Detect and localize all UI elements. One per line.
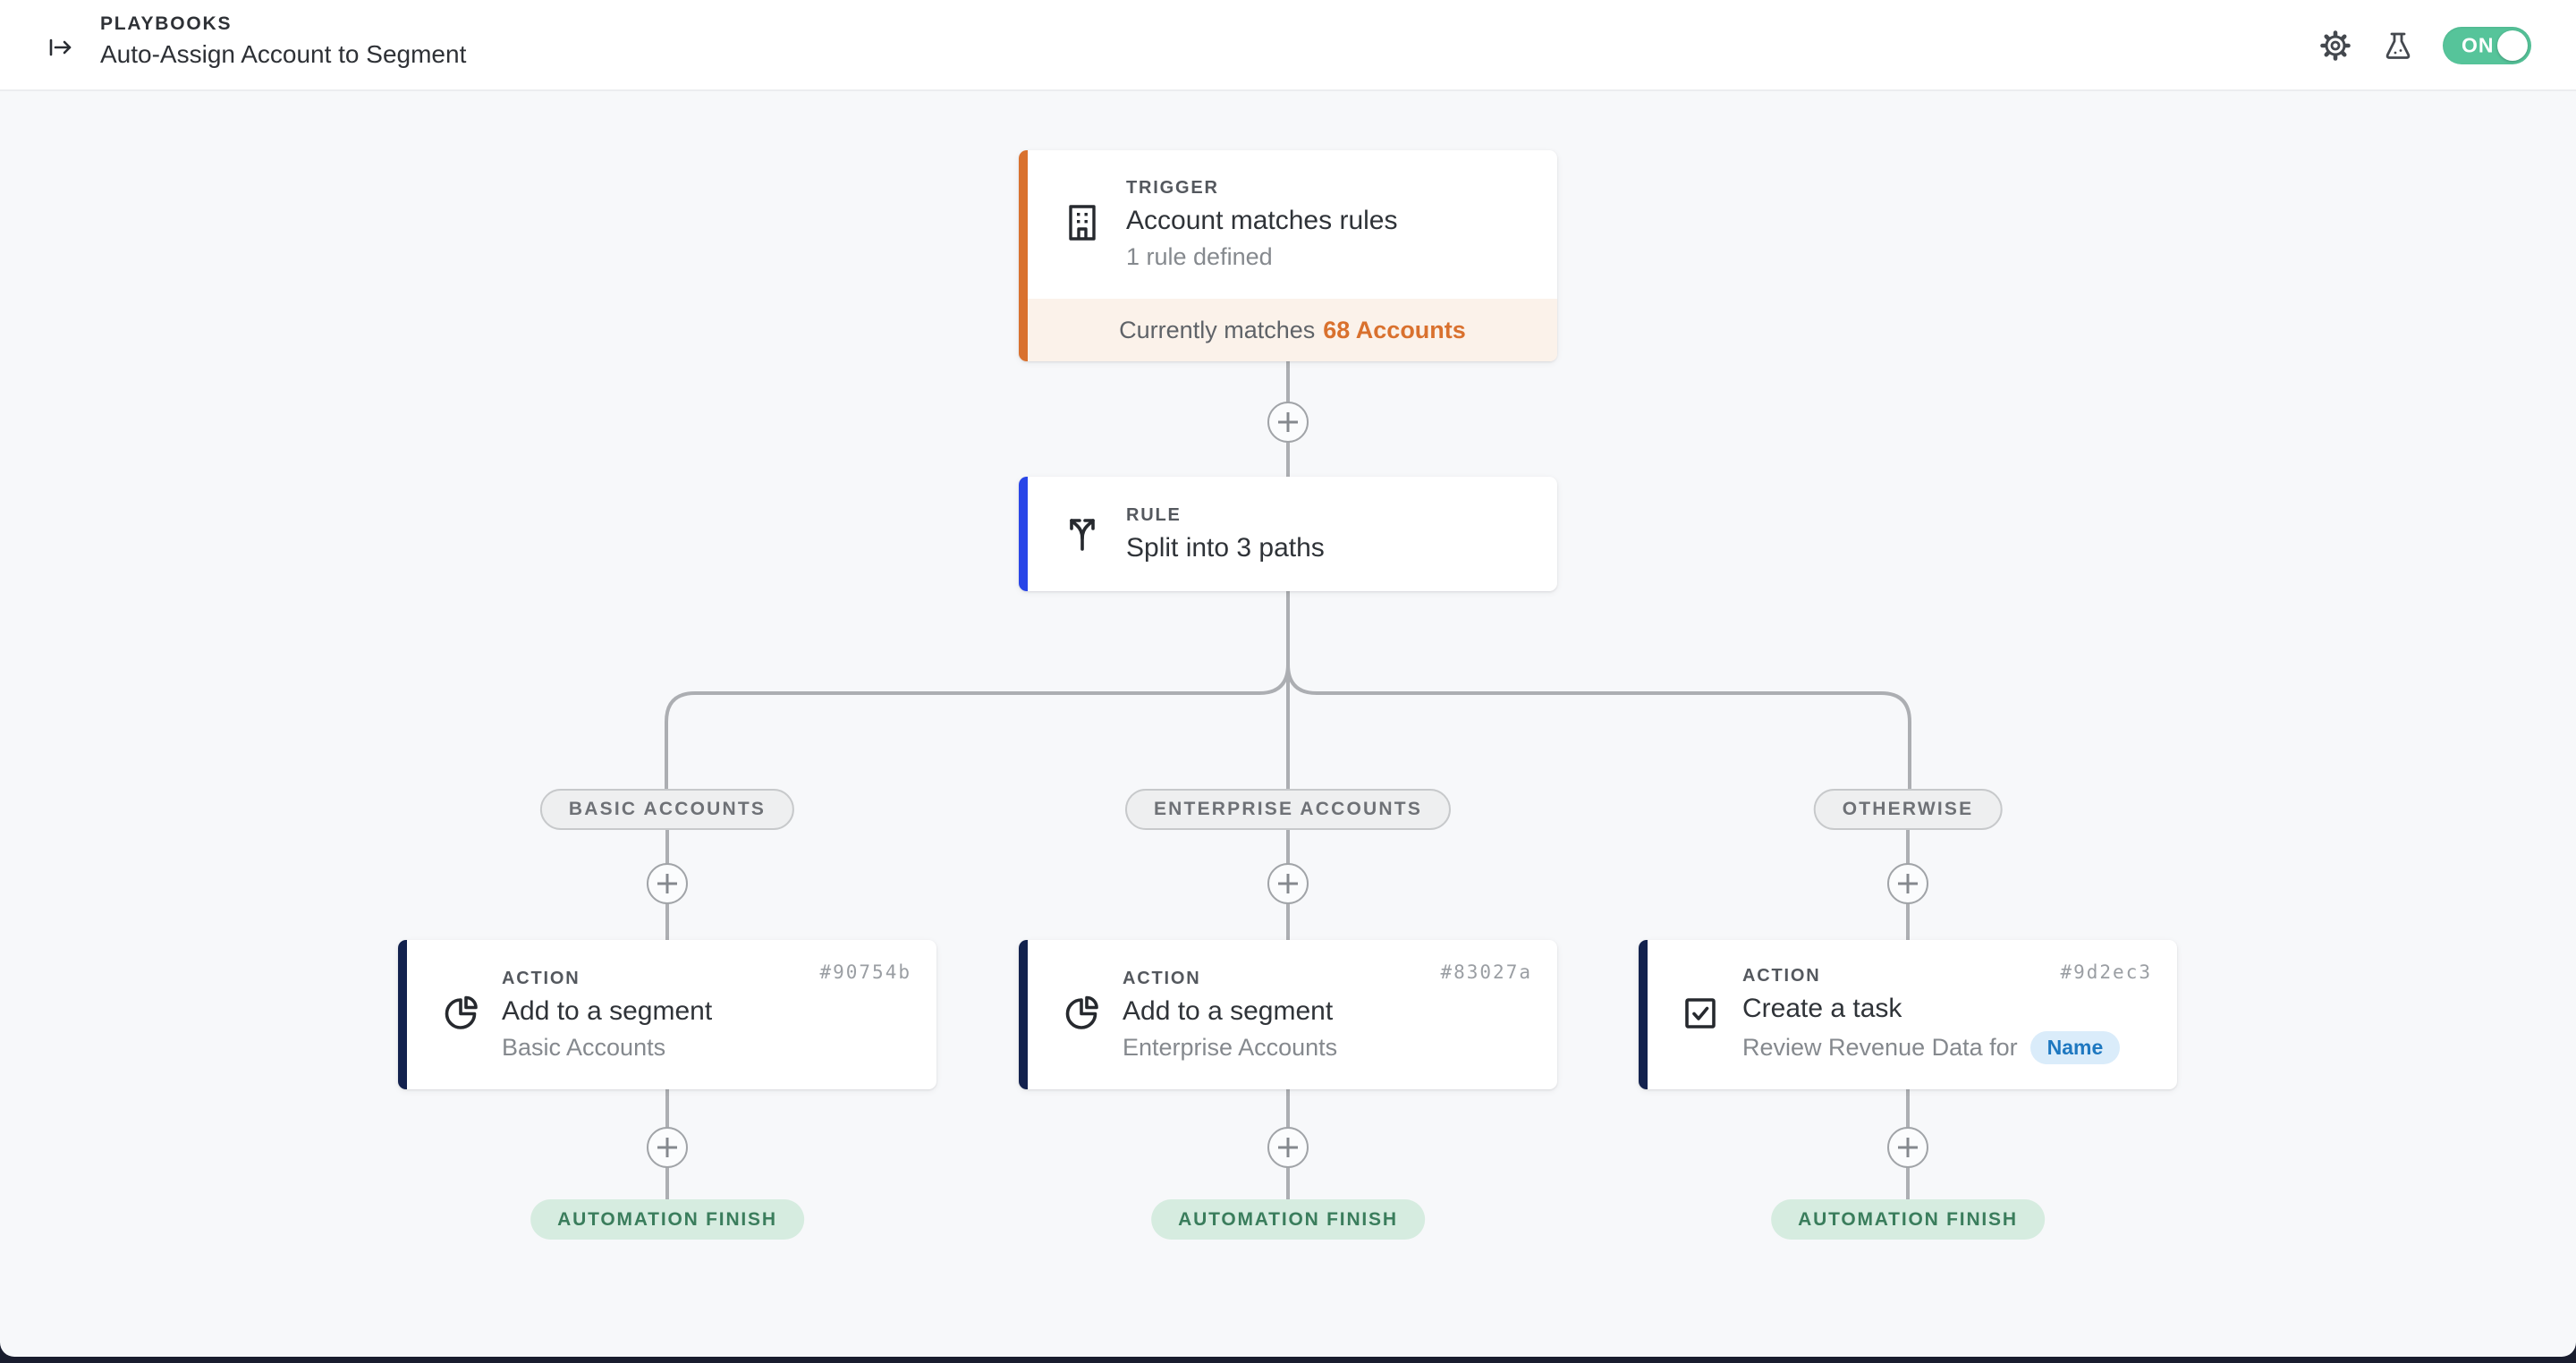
action-node-body: ACTION Create a task Review Revenue Data…: [1648, 940, 2177, 1089]
rule-node-card[interactable]: RULE Split into 3 paths: [1019, 477, 1557, 591]
split-connector-lines: [665, 591, 1911, 789]
automation-finish-badge: AUTOMATION FINISH: [530, 1199, 804, 1240]
action-node-text: ACTION Create a task Review Revenue Data…: [1742, 965, 2121, 1064]
task-checkbox-icon: [1682, 995, 1719, 1032]
settings-button[interactable]: [2318, 28, 2353, 63]
action-node-card[interactable]: #83027a ACTION Add to a segment Enterpri…: [1019, 940, 1557, 1089]
top-bar: PLAYBOOKS Auto-Assign Account to Segment: [0, 0, 2576, 91]
trigger-node-card[interactable]: TRIGGER Account matches rules 1 rule def…: [1019, 150, 1557, 361]
flow-canvas: TRIGGER Account matches rules 1 rule def…: [0, 91, 2576, 1357]
rule-node-text: RULE Split into 3 paths: [1126, 505, 1325, 563]
add-step-button[interactable]: [1887, 863, 1928, 904]
playbook-on-toggle[interactable]: ON: [2443, 27, 2531, 64]
action-node-body: ACTION Add to a segment Enterprise Accou…: [1028, 940, 1557, 1089]
pie-segment-icon: [441, 995, 479, 1032]
add-step-button[interactable]: [1267, 1127, 1309, 1168]
add-step-button[interactable]: [647, 1127, 688, 1168]
add-step-button[interactable]: [1887, 1127, 1928, 1168]
trigger-node-body: TRIGGER Account matches rules 1 rule def…: [1028, 150, 1557, 299]
trigger-match-status: Currently matches 68 Accounts: [1028, 299, 1557, 361]
action-title: Add to a segment: [502, 995, 713, 1026]
action-node-body: ACTION Add to a segment Basic Accounts: [407, 940, 936, 1089]
pie-segment-icon: [1062, 995, 1099, 1032]
action-node-text: ACTION Add to a segment Basic Accounts: [502, 969, 712, 1062]
toggle-knob: [2497, 30, 2528, 61]
test-playbook-button[interactable]: [2380, 28, 2416, 63]
flask-icon: [2382, 30, 2414, 62]
automation-finish-badge: AUTOMATION FINISH: [1151, 1199, 1425, 1240]
action-subtitle-prefix: Review Revenue Data for: [1742, 1033, 2018, 1061]
node-id: #90754b: [819, 961, 911, 983]
add-step-button[interactable]: [1267, 402, 1309, 443]
breadcrumb: PLAYBOOKS: [100, 13, 233, 34]
path-label-otherwise[interactable]: OTHERWISE: [1813, 789, 2003, 830]
header-titles: PLAYBOOKS Auto-Assign Account to Segment: [100, 13, 466, 69]
action-subtitle: Basic Accounts: [502, 1033, 666, 1061]
match-status-count: 68 Accounts: [1323, 316, 1466, 343]
page-title: Auto-Assign Account to Segment: [100, 40, 467, 68]
rule-node-body: RULE Split into 3 paths: [1028, 477, 1557, 591]
node-kind-label: ACTION: [502, 968, 580, 988]
action-subtitle: Enterprise Accounts: [1123, 1033, 1338, 1061]
node-id: #83027a: [1440, 961, 1532, 983]
toggle-on-label: ON: [2462, 33, 2495, 57]
path-label-basic-accounts[interactable]: BASIC ACCOUNTS: [539, 789, 795, 830]
action-node-text: ACTION Add to a segment Enterprise Accou…: [1123, 969, 1337, 1062]
add-step-button[interactable]: [1267, 863, 1309, 904]
match-status-prefix: Currently matches: [1119, 316, 1316, 343]
rule-title: Split into 3 paths: [1126, 532, 1325, 563]
exit-playbook-button[interactable]: [43, 30, 79, 65]
exit-icon: [45, 31, 77, 63]
automation-finish-badge: AUTOMATION FINISH: [1771, 1199, 2045, 1240]
gear-icon: [2318, 29, 2352, 63]
topbar-actions: ON: [2318, 0, 2531, 91]
node-kind-label: ACTION: [1742, 965, 1821, 986]
node-kind-label: TRIGGER: [1126, 178, 1219, 198]
path-label-enterprise-accounts[interactable]: ENTERPRISE ACCOUNTS: [1124, 789, 1452, 830]
action-title: Add to a segment: [1123, 995, 1334, 1026]
action-node-card[interactable]: #90754b ACTION Add to a segment Basic Ac…: [398, 940, 936, 1089]
split-paths-icon: [1062, 512, 1103, 553]
action-title: Create a task: [1742, 993, 1902, 1023]
merge-field-token: Name: [2029, 1030, 2121, 1064]
add-step-button[interactable]: [647, 863, 688, 904]
trigger-node-text: TRIGGER Account matches rules 1 rule def…: [1126, 178, 1397, 271]
trigger-subtitle: 1 rule defined: [1126, 243, 1273, 270]
action-node-card[interactable]: #9d2ec3 ACTION Create a task Review Reve…: [1639, 940, 2177, 1089]
trigger-title: Account matches rules: [1126, 206, 1398, 235]
node-id: #9d2ec3: [2060, 961, 2152, 983]
building-icon: [1062, 202, 1103, 243]
node-kind-label: RULE: [1126, 504, 1182, 525]
node-kind-label: ACTION: [1123, 968, 1201, 988]
